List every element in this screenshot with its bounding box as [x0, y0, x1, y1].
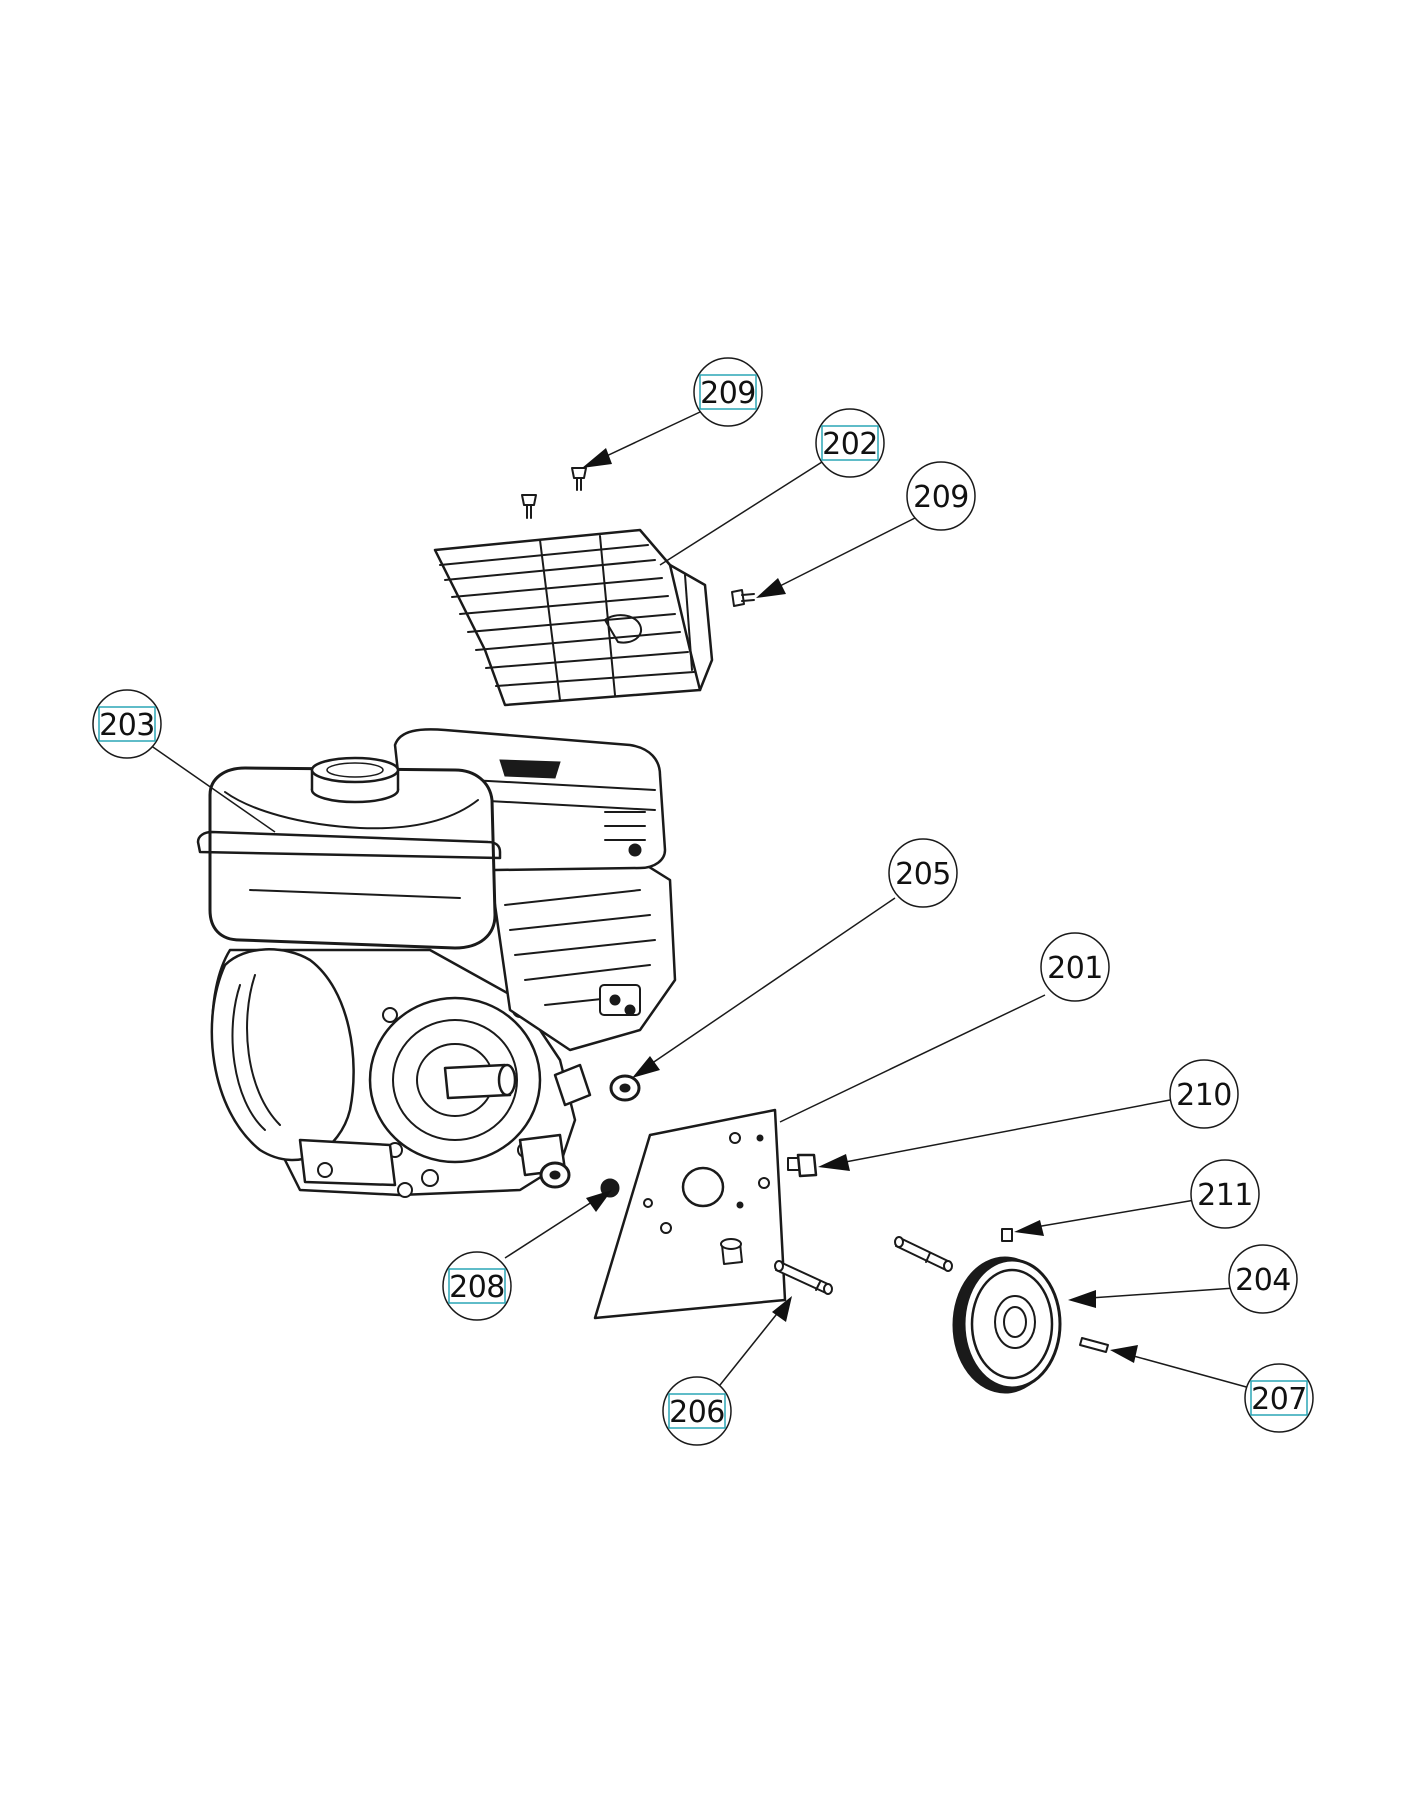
screw-209-left — [521, 494, 537, 519]
label-box — [98, 706, 156, 742]
bolt-210 — [787, 1153, 818, 1178]
callout-209-top: 209 — [693, 357, 763, 427]
callout-circle — [1169, 1059, 1239, 1129]
callout-207: 207 — [1244, 1363, 1314, 1433]
callout-label: 211 — [1197, 1178, 1253, 1213]
leader-lines — [149, 411, 1251, 1396]
callout-label: 209 — [700, 376, 756, 411]
callout-205: 205 — [888, 838, 958, 908]
screw-209-right — [731, 589, 755, 607]
callout-label: 202 — [822, 427, 878, 462]
callout-label: 205 — [895, 857, 951, 892]
callout-label: 210 — [1176, 1078, 1232, 1113]
label-box — [699, 374, 757, 410]
callout-label: 204 — [1235, 1263, 1291, 1298]
callout-circle — [888, 838, 958, 908]
callout-label: 203 — [99, 708, 155, 743]
callout-circle — [1040, 932, 1110, 1002]
callout-210: 210 — [1169, 1059, 1239, 1129]
key-207 — [1079, 1337, 1109, 1353]
callout-204: 204 — [1228, 1244, 1298, 1314]
callout-label: 207 — [1251, 1382, 1307, 1417]
engine-assembly — [196, 728, 677, 1198]
callout-label: 201 — [1047, 951, 1103, 986]
callout-label: 206 — [669, 1395, 725, 1430]
callout-circle — [1190, 1159, 1260, 1229]
pin-206-second — [894, 1236, 953, 1272]
label-box — [821, 425, 879, 461]
callout-209-right: 209 — [906, 461, 976, 531]
spacer-205 — [609, 1074, 641, 1102]
label-box — [1250, 1380, 1308, 1416]
callout-203: 203 — [92, 689, 162, 759]
mounting-plate-201 — [593, 1108, 787, 1320]
label-box — [448, 1268, 506, 1304]
label-box — [668, 1393, 726, 1429]
callout-label: 209 — [913, 480, 969, 515]
spacer-base — [539, 1161, 571, 1189]
callout-circle — [906, 461, 976, 531]
callout-208: 208 — [442, 1251, 512, 1321]
pulley-204 — [952, 1256, 1062, 1394]
callout-211: 211 — [1190, 1159, 1260, 1229]
callout-202: 202 — [815, 408, 885, 478]
callout-206: 206 — [662, 1376, 732, 1446]
callout-circle — [1228, 1244, 1298, 1314]
set-screw-211 — [1001, 1228, 1013, 1242]
screw-209-top — [571, 467, 587, 491]
callout-201: 201 — [1040, 932, 1110, 1002]
pin-206 — [774, 1260, 833, 1295]
callout-label: 208 — [449, 1270, 505, 1305]
muffler-guard — [433, 528, 714, 707]
